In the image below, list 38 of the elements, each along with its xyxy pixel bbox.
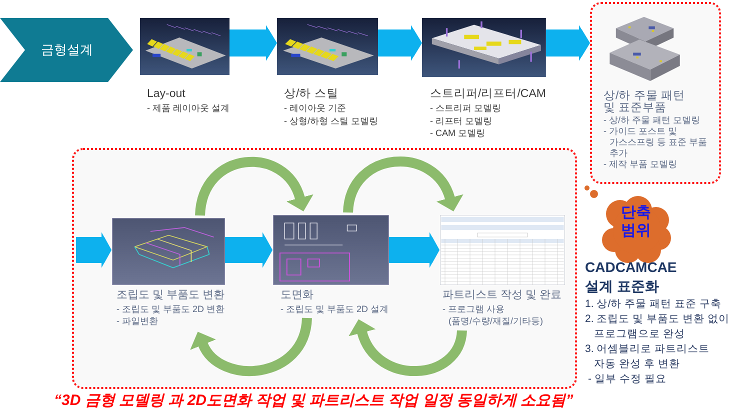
step-note: - 레이아웃 기준	[284, 102, 347, 114]
step-note: - 스트리퍼 모델링	[430, 102, 502, 114]
step-title: 도면화	[280, 288, 314, 302]
step-title: Lay-out	[147, 87, 186, 102]
dotted-frame	[590, 2, 721, 184]
list-item: 3. 어셈블리로 파트리스트 자동 완성 후 변환	[585, 342, 711, 372]
step-note: - 가이드 포스트 및 가스스프링 등 표준 부품 추가	[604, 126, 708, 158]
step-note: - 파일변환	[116, 315, 159, 328]
step-note: - 조립도 및 부품도 2D 변환	[116, 302, 225, 315]
block-arrow	[76, 232, 112, 268]
block-arrow	[546, 25, 590, 61]
heading: CADCAMCAE 설계 표준화	[585, 258, 678, 296]
dotted-frame	[72, 148, 577, 389]
list-item: 2. 조립도 및 부품도 변환 없이 프로그램으로 완성	[585, 312, 730, 342]
caption: “3D 금형 모델링 과 2D도면화 작업 및 파트리스트 작업 일정 동일하게 소요됨”	[54, 392, 574, 410]
curved-arrow	[195, 157, 313, 216]
block-arrow	[388, 232, 440, 268]
step-note: - CAM 모델링	[430, 127, 486, 140]
step-note: - 제품 레이아웃 설계	[147, 102, 230, 114]
step-title: 파트리스트 작성 및 완료	[442, 288, 563, 302]
step-note: - 조립도 및 부품도 2D 설계	[280, 302, 389, 315]
block-arrow	[224, 232, 272, 268]
step-title: 상/하 주물 패턴 및 표준부품	[604, 90, 686, 114]
step-title: 조립도 및 부품도 변환	[116, 288, 225, 302]
step-title: 스트리퍼/리프터/CAM	[430, 87, 546, 102]
step-note: - 리프터 모델링	[430, 114, 493, 127]
step-note: - 상/하 주물 패턴 모델링	[604, 114, 702, 126]
list-item: 1. 상/하 주물 패턴 표준 구축	[585, 297, 722, 312]
cloud-label: 단축 범위	[620, 204, 652, 240]
step-note: - 상형/하형 스틸 모델링	[284, 114, 378, 127]
banner-label: 금형설계	[40, 41, 94, 59]
step-title: 상/하 스틸	[284, 87, 340, 102]
step-note: - 제작 부품 모델링	[604, 158, 678, 170]
block-arrow	[378, 25, 422, 61]
list-note: - 일부 수정 필요	[587, 372, 668, 387]
step-note: - 프로그램 사용 (품명/수량/재질/기타등)	[442, 302, 544, 328]
curved-arrow	[343, 156, 463, 214]
block-arrow	[230, 25, 277, 61]
